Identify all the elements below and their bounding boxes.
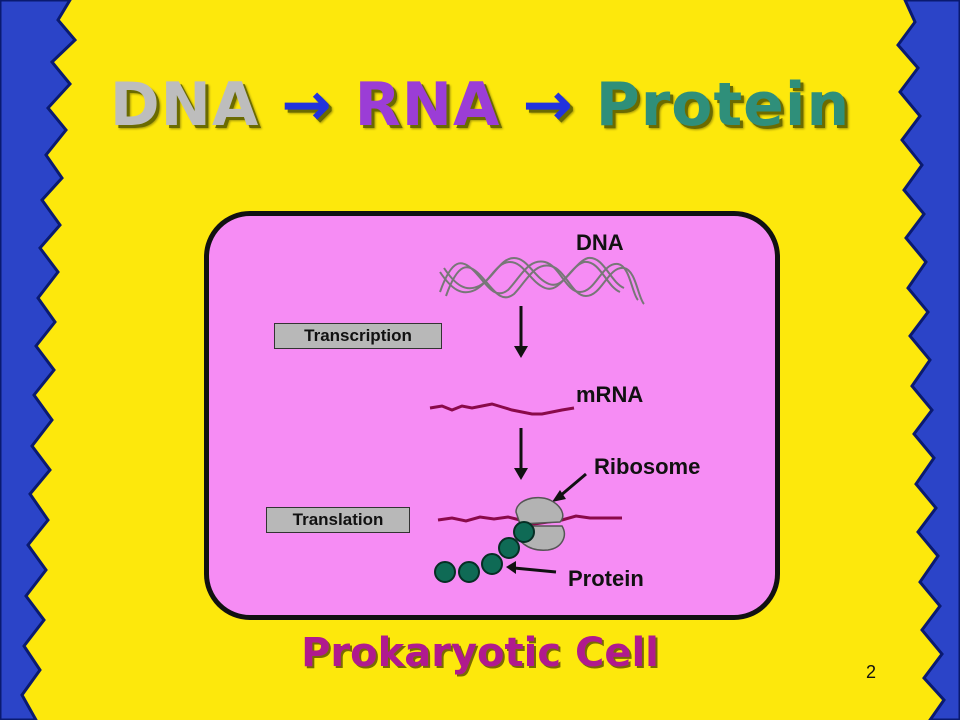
title-arrow-1: → bbox=[281, 70, 333, 140]
mrna-strand bbox=[429, 402, 575, 416]
translation-arrow-icon bbox=[514, 428, 528, 480]
title-rna: RNA bbox=[354, 70, 501, 140]
ribosome-pointer-arrow-icon bbox=[552, 472, 587, 502]
protein-chain-icon bbox=[434, 521, 535, 583]
ribosome-label: Ribosome bbox=[594, 454, 701, 479]
transcription-label: Transcription bbox=[274, 323, 442, 349]
transcription-arrow-icon bbox=[514, 306, 528, 358]
right-border bbox=[896, 0, 960, 720]
left-border bbox=[0, 0, 78, 720]
title-arrow-2: → bbox=[522, 70, 574, 140]
footer-title: Prokaryotic Cell bbox=[301, 630, 659, 676]
translation-label: Translation bbox=[266, 507, 410, 533]
prokaryotic-cell-box bbox=[204, 211, 780, 620]
mrna-label: mRNA bbox=[576, 382, 644, 407]
title-protein: Protein bbox=[595, 70, 851, 140]
dna-helix-icon bbox=[439, 256, 645, 305]
page-number: 2 bbox=[866, 662, 877, 682]
title-dna: DNA bbox=[109, 70, 260, 140]
dna-label: DNA bbox=[576, 230, 624, 255]
slide-title: DNA → RNA → Protein bbox=[0, 70, 960, 140]
protein-pointer-arrow-icon bbox=[506, 561, 557, 574]
protein-label: Protein bbox=[568, 566, 644, 591]
